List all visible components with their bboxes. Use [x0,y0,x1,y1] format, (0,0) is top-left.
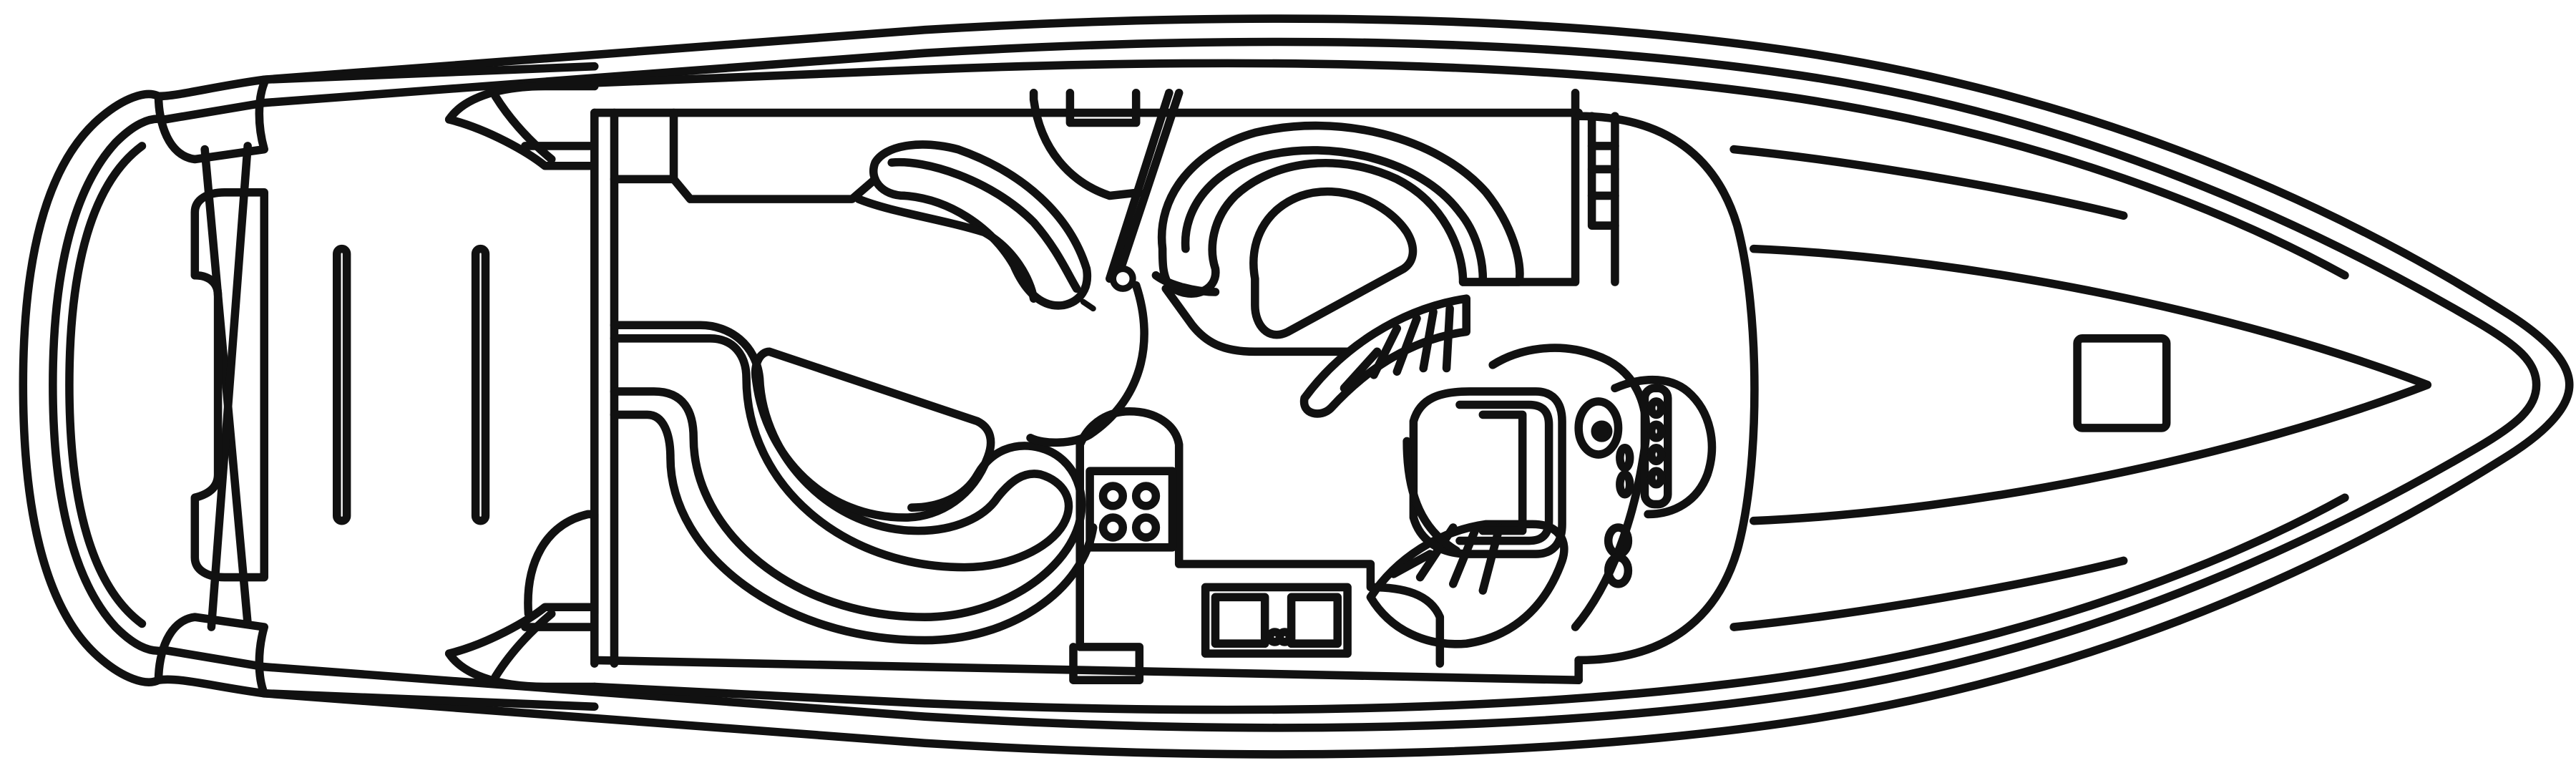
galley [1069,407,1445,685]
gauge-1 [1646,397,1666,419]
windshield [1574,112,1759,685]
rail-left [332,244,351,525]
deck-hatch [2073,334,2171,432]
sink-cabinet [1201,583,1352,658]
gauge-4 [1646,467,1666,489]
lounge-seat-lower [610,281,1148,645]
steering-hub [1591,420,1613,442]
hull-outline [19,14,2574,759]
burner-3 [1098,513,1127,542]
sink-left [1211,593,1269,648]
foredeck [1729,145,2432,631]
aft-seat-top [854,88,1184,312]
side-decks [260,59,2349,714]
burner-4 [1131,513,1161,542]
pivot-post [1109,265,1136,292]
gauge-3 [1646,443,1666,466]
switch-2 [1604,553,1633,588]
steering-wheel [1574,397,1623,459]
throttle-1 [1616,443,1634,472]
gauge-panel [1640,384,1672,509]
gauge-2 [1646,420,1666,442]
cooktop [1085,467,1177,552]
lounge-seat-center [1151,88,1619,356]
helm-console [1488,344,1717,631]
burner-2 [1131,482,1161,510]
helm-seat [1402,387,1566,558]
faucet-2 [1275,628,1294,646]
burner-1 [1098,482,1127,510]
bolster-top [154,79,599,170]
sink-right [1287,593,1342,648]
rail-right [471,244,490,525]
throttle-2 [1616,470,1634,499]
bolster-bottom [154,510,599,698]
swim-platform [65,142,490,631]
